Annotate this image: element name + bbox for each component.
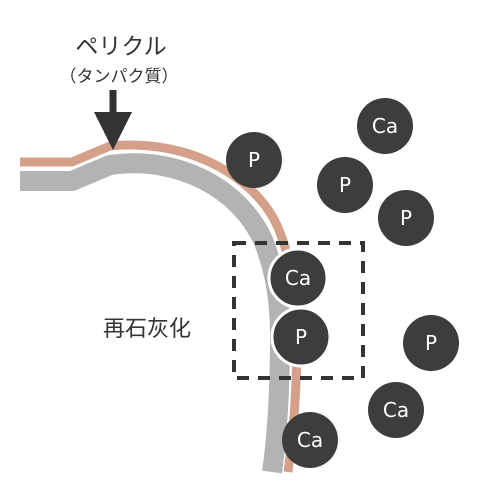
ion-ca-3: Ca — [282, 412, 338, 468]
tooth-surface — [20, 140, 302, 474]
remineralization-label: 再石灰化 — [103, 317, 191, 342]
svg-text:Ca: Ca — [285, 266, 311, 290]
down-arrow-icon — [94, 90, 132, 150]
remineralization-box — [232, 241, 365, 380]
ion-ca-2: Ca — [368, 382, 424, 438]
pellicle-label: ペリクル — [75, 34, 166, 60]
ion-ca-1: Ca — [357, 98, 413, 154]
pellicle-sublabel: （タンパク質） — [60, 67, 179, 87]
ion-p-4: P — [403, 315, 459, 371]
pellicle-annotation: ペリクル （タンパク質） — [60, 34, 179, 150]
svg-text:P: P — [339, 173, 351, 197]
svg-text:Ca: Ca — [297, 428, 323, 452]
svg-text:P: P — [425, 331, 437, 355]
ion-p-adsorbed: P — [270, 306, 332, 368]
svg-text:P: P — [295, 325, 307, 349]
svg-text:Ca: Ca — [383, 398, 409, 422]
ion-ca-adsorbed: Ca — [267, 247, 329, 309]
ion-p-2: P — [317, 157, 373, 213]
svg-text:P: P — [248, 148, 260, 172]
ion-p-3: P — [378, 190, 434, 246]
svg-text:P: P — [400, 206, 412, 230]
remineralization-annotation: 再石灰化 — [103, 241, 365, 380]
ion-p-1: P — [226, 132, 282, 188]
svg-text:Ca: Ca — [372, 114, 398, 138]
ions: Ca P P Ca P P P Ca — [226, 98, 459, 468]
pellicle-layer — [20, 140, 302, 473]
